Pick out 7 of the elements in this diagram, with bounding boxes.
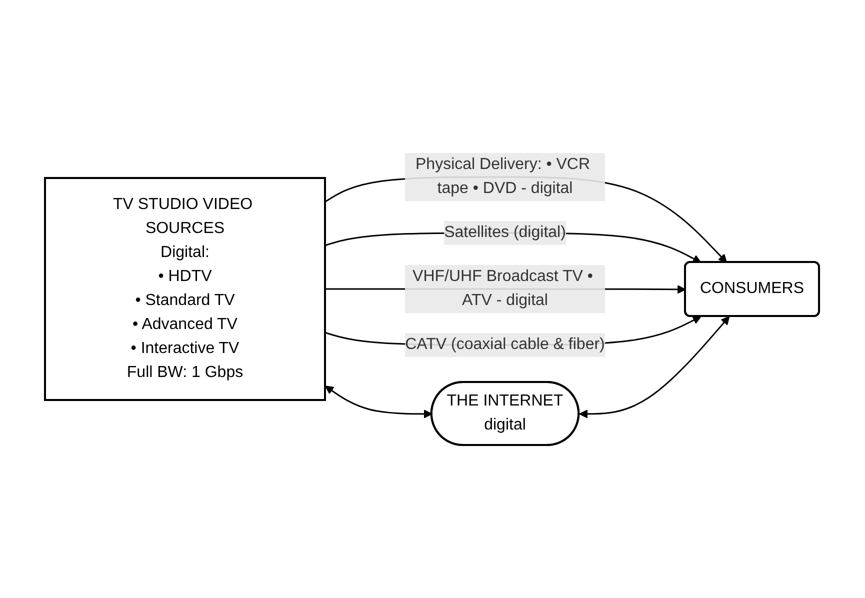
edge-label: Satellites (digital) xyxy=(444,224,566,241)
node-box: TV STUDIO VIDEO SOURCES Digital: • HDTV • Standard TV • Advanced TV • Interactive TV Full BW: 1 Gbps xyxy=(44,177,326,401)
edge-label: CATV (coaxial cable & fiber) xyxy=(406,336,606,353)
edge-label: VHF/UHF Broadcast TV • ATV - digital xyxy=(413,268,594,309)
edge-label: Physical Delivery: • VCR tape • DVD - digital xyxy=(416,156,591,197)
arrow xyxy=(580,316,730,418)
arrow xyxy=(325,386,433,418)
